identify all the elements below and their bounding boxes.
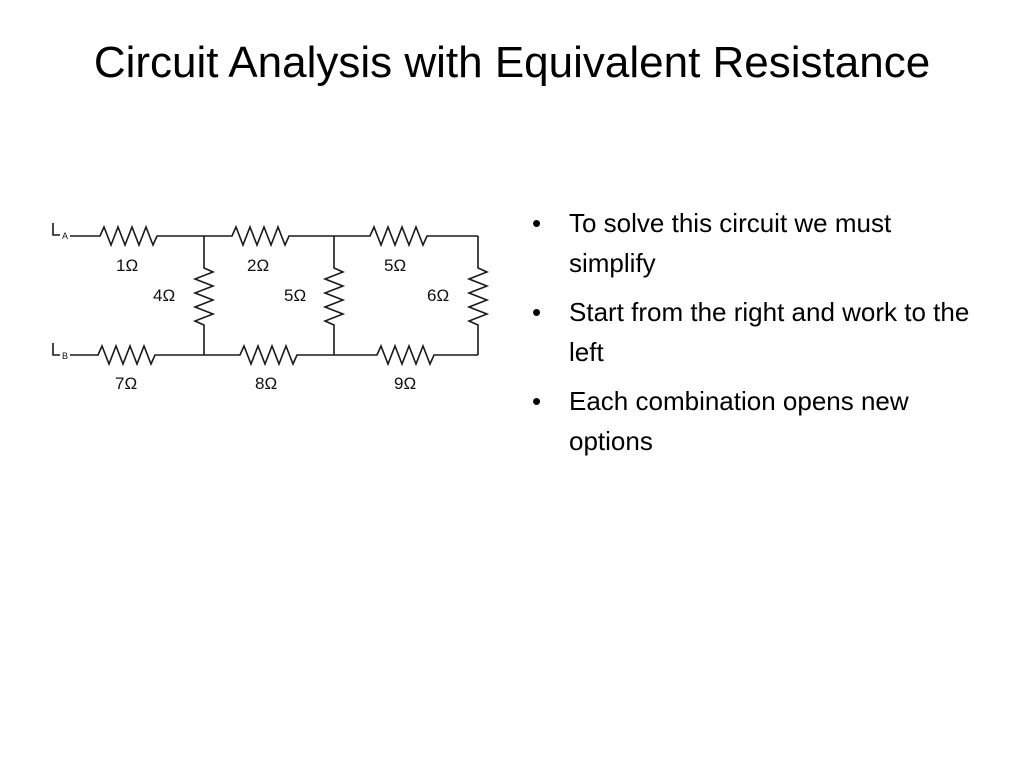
shunt-3-wire [466, 236, 490, 355]
terminal-a-label: A [62, 231, 68, 241]
bullet-item: • Each combination opens new options [528, 381, 978, 461]
bullet-list: • To solve this circuit we must simplify… [528, 203, 978, 470]
bottom-rail-wire [70, 343, 478, 367]
shunt-2-wire [322, 236, 346, 355]
resistor-shunt-3-label: 6Ω [427, 286, 449, 305]
bullet-text: To solve this circuit we must simplify [569, 208, 892, 278]
terminal-b-label: B [62, 351, 68, 361]
bullet-dot: • [532, 386, 542, 416]
resistor-bottom-2-label: 8Ω [255, 374, 277, 393]
bullet-item: • To solve this circuit we must simplify [528, 203, 978, 283]
shunt-1-wire [192, 236, 216, 355]
bullet-dot: • [532, 208, 542, 238]
bullet-item: • Start from the right and work to the l… [528, 292, 978, 372]
resistor-shunt-2-label: 5Ω [284, 286, 306, 305]
resistor-bottom-1-label: 7Ω [115, 374, 137, 393]
resistor-top-3-label: 5Ω [384, 256, 406, 275]
terminal-b-mark [52, 343, 60, 356]
resistor-bottom-3-label: 9Ω [394, 374, 416, 393]
bullet-text: Each combination opens new options [569, 386, 909, 456]
bullet-dot: • [532, 297, 542, 327]
top-rail-wire [70, 224, 478, 248]
circuit-svg: A B 1Ω 2Ω 5Ω 4Ω 5Ω 6Ω 7Ω 8Ω 9Ω [52, 223, 490, 393]
resistor-top-2-label: 2Ω [247, 256, 269, 275]
terminal-a-mark [52, 223, 60, 236]
slide-title: Circuit Analysis with Equivalent Resista… [93, 38, 931, 87]
resistor-shunt-1-label: 4Ω [153, 286, 175, 305]
circuit-diagram: A B 1Ω 2Ω 5Ω 4Ω 5Ω 6Ω 7Ω 8Ω 9Ω [44, 205, 504, 400]
bullet-text: Start from the right and work to the lef… [569, 297, 970, 367]
resistor-top-1-label: 1Ω [116, 256, 138, 275]
